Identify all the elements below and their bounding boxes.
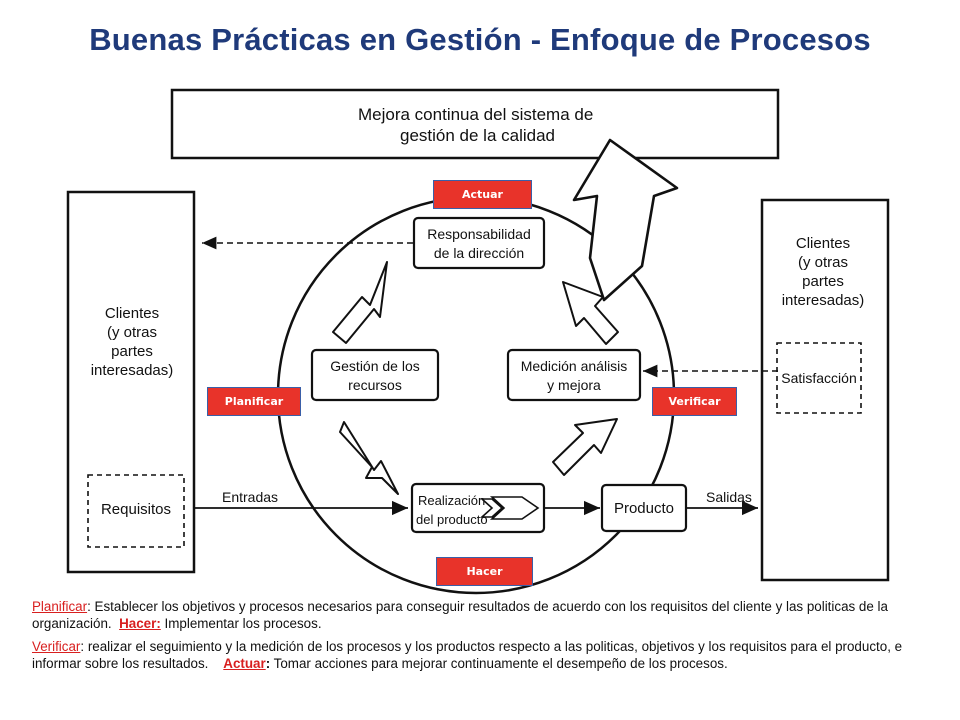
- tag-verificar: Verificar: [652, 387, 737, 416]
- improvement-box: [170, 88, 780, 160]
- cycle-arrow-top-right: [562, 281, 619, 345]
- client-left-line-3: partes: [111, 343, 153, 360]
- client-right-line-4: interesadas): [782, 292, 865, 309]
- tag-actuar: Actuar: [433, 180, 532, 209]
- note-plan-do: Planificar: Establecer los objetivos y p…: [32, 598, 938, 632]
- actuar-colon: :: [265, 656, 271, 671]
- resource-management-box: [310, 348, 440, 402]
- text-hacer: Implementar los procesos.: [160, 616, 322, 631]
- client-right-line-1: Clientes: [796, 235, 850, 252]
- management-responsibility-line-2: de la dirección: [434, 245, 524, 261]
- satisfaction-box: [776, 342, 862, 414]
- text-actuar: Tomar acciones para mejorar continuament…: [270, 656, 728, 671]
- measurement-line-2: y mejora: [547, 377, 601, 393]
- text-verificar: : realizar el seguimiento y la medición …: [32, 639, 903, 671]
- resource-management-line-1: Gestión de los: [330, 358, 420, 374]
- outputs-label: Salidas: [706, 489, 752, 505]
- satisfaction-label: Satisfacción: [781, 370, 856, 386]
- client-left-line-1: Clientes: [105, 305, 159, 322]
- management-responsibility-box: [412, 216, 546, 270]
- cycle-arrow-top-left: [332, 261, 388, 344]
- measurement-line-1: Medición análisis: [521, 358, 628, 374]
- improvement-text-2: gestión de la calidad: [400, 126, 555, 145]
- requirements-label: Requisitos: [101, 501, 171, 518]
- resource-management-line-2: recursos: [348, 377, 402, 393]
- improvement-arrow: [572, 138, 679, 302]
- keyword-verificar: Verificar: [32, 639, 81, 654]
- keyword-actuar: Actuar: [223, 656, 266, 671]
- client-left-line-4: interesadas): [91, 362, 174, 379]
- tag-planificar: Planificar: [207, 387, 301, 416]
- inputs-label: Entradas: [222, 489, 278, 505]
- product-realization-line-2: del producto: [416, 512, 488, 527]
- management-responsibility-line-1: Responsabilidad: [427, 226, 531, 242]
- keyword-planificar: Planificar: [32, 599, 88, 614]
- measurement-box: [506, 348, 642, 402]
- improvement-text-1: Mejora continua del sistema de: [358, 105, 593, 124]
- product-label: Producto: [614, 500, 674, 517]
- client-box-right: [760, 198, 890, 582]
- text-planificar: : Establecer los objetivos y procesos ne…: [32, 599, 888, 631]
- tag-hacer: Hacer: [436, 557, 533, 586]
- product-box: [600, 483, 688, 533]
- page-title: Buenas Prácticas en Gestión - Enfoque de…: [89, 22, 871, 57]
- keyword-hacer: Hacer:: [119, 616, 161, 631]
- client-box-left: [66, 190, 196, 574]
- product-realization-box: [410, 482, 546, 534]
- requirements-box: [87, 474, 185, 548]
- cycle-arrow-bottom-left: [339, 421, 399, 495]
- cycle-arrow-bottom-right: [552, 418, 618, 476]
- client-right-line-2: (y otras: [798, 254, 848, 271]
- realization-chevrons: [479, 496, 540, 520]
- note-check-act: Verificar: realizar el seguimiento y la …: [32, 638, 938, 672]
- client-right-line-3: partes: [802, 273, 844, 290]
- client-left-line-2: (y otras: [107, 324, 157, 341]
- process-diagram: Mejora continua del sistema de gestión d…: [66, 88, 890, 595]
- product-realization-line-1: Realización: [418, 493, 485, 508]
- pdca-notes: Planificar: Establecer los objetivos y p…: [32, 598, 938, 678]
